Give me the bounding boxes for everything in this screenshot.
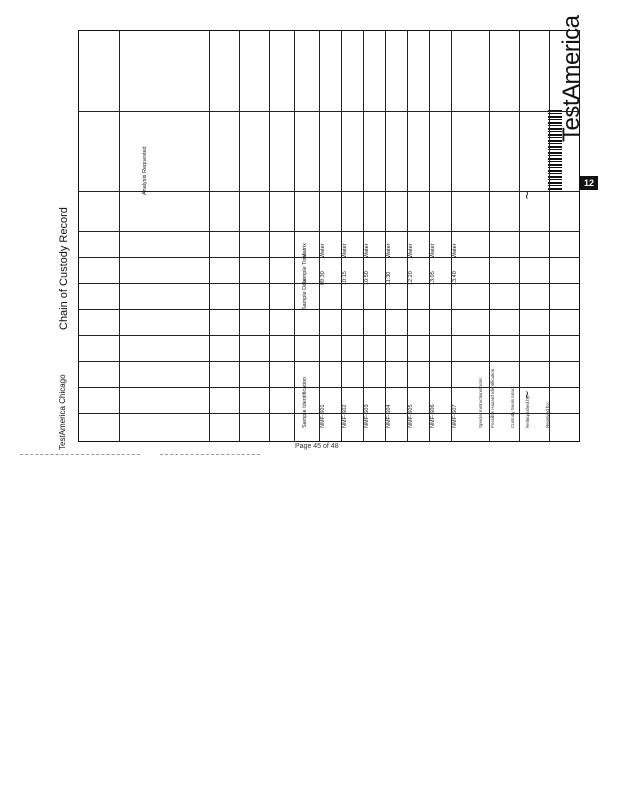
sample-time-6: 13:05 — [430, 271, 436, 285]
sample-row-3: NMF-S03 — [364, 404, 370, 428]
sample-id-label: Sample Identification — [302, 376, 308, 428]
possible-hazard-label: Possible Hazard Identification — [490, 368, 495, 428]
sample-time-2: 10:15 — [342, 271, 348, 285]
page-badge: 12 — [580, 176, 598, 190]
sample-matrix-5: Water — [408, 243, 414, 258]
form-grid — [78, 30, 580, 442]
lab-name: TestAmerica Chicago — [58, 374, 67, 450]
sample-row-5: NMF-S05 — [408, 404, 414, 428]
analysis-requested-label: Analysis Requested — [142, 146, 148, 195]
page-footer: Page 45 of 48 — [295, 443, 339, 450]
doc-title: Chain of Custody Record — [58, 207, 70, 330]
barcode — [548, 110, 562, 192]
received-by-label: Received by: — [545, 401, 550, 428]
sample-time-3: 10:50 — [364, 271, 370, 285]
sample-matrix-6: Water — [430, 243, 436, 258]
signature-2: ~ — [520, 189, 534, 200]
sample-row-6: NMF-S06 — [430, 404, 436, 428]
custody-seals-label: Custody Seals Intact: — [510, 385, 515, 428]
sample-time-5: 12:20 — [408, 271, 414, 285]
matrix-label: Matrix — [302, 243, 308, 258]
scan-artifact-1 — [20, 454, 140, 455]
sample-matrix-2: Water — [342, 243, 348, 258]
sample-time-1: 09:30 — [320, 271, 326, 285]
sample-matrix-3: Water — [364, 243, 370, 258]
special-instructions-label: Special Instructions/Note: — [478, 376, 483, 428]
sample-row-1: NMF-S01 — [320, 404, 326, 428]
sample-row-7: NMF-S07 — [452, 404, 458, 428]
signature-1: ~ — [520, 389, 534, 400]
scan-artifact-2 — [160, 454, 260, 455]
sample-matrix-7: Water — [452, 243, 458, 258]
sample-time-7: 13:40 — [452, 271, 458, 285]
sample-row-4: NMF-S04 — [386, 404, 392, 428]
sample-matrix-1: Water — [320, 243, 326, 258]
sample-time-4: 11:30 — [386, 271, 392, 285]
sample-matrix-4: Water — [386, 243, 392, 258]
sample-row-2: NMF-S02 — [342, 404, 348, 428]
